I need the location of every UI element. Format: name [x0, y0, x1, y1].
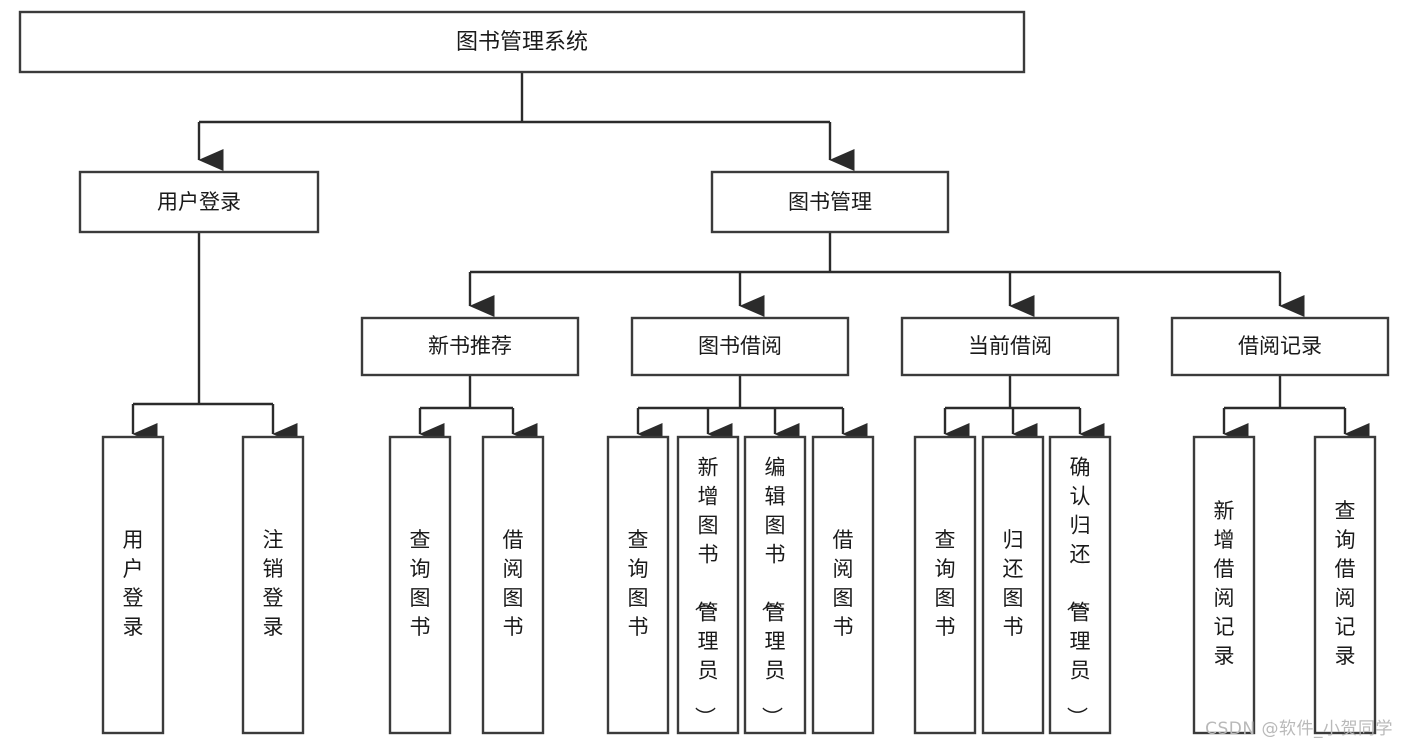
node-root[interactable]: 图书管理系统 — [18, 10, 1026, 74]
leaf-node[interactable]: 归还图书 — [981, 435, 1045, 735]
connector-group-borrow-record — [1222, 375, 1370, 445]
leaf-label-book-borrow-1: 新增图书（管理员） — [693, 456, 719, 728]
leaf-label-book-borrow-0: 查询图书 — [628, 528, 649, 639]
leaf-box-current-borrow-1[interactable] — [981, 435, 1045, 735]
node-book-borrow-box[interactable] — [630, 316, 850, 377]
leaf-node[interactable]: 借阅图书 — [481, 435, 545, 735]
node-borrow-record[interactable]: 借阅记录 — [1170, 316, 1390, 377]
node-current-borrow-box[interactable] — [900, 316, 1120, 377]
leaf-node[interactable]: 查询借阅记录 — [1313, 435, 1377, 735]
leaf-box-borrow-record-1[interactable] — [1313, 435, 1377, 735]
leaf-box-user-login-1[interactable] — [241, 435, 305, 735]
connector-group-new-book-recommend — [418, 375, 538, 445]
leaf-label-current-borrow-0: 查询图书 — [935, 528, 956, 639]
leaf-label-user-login-0: 用户登录 — [123, 528, 144, 639]
node-new-book-recommend-box[interactable] — [360, 316, 580, 377]
node-user-login-label: 用户登录 — [157, 190, 241, 214]
leaf-node[interactable]: 借阅图书 — [811, 435, 875, 735]
node-root-label: 图书管理系统 — [456, 30, 588, 55]
csdn-watermark: CSDN @软件_小贺同学 — [1205, 719, 1393, 739]
node-book-manage[interactable]: 图书管理 — [710, 170, 950, 234]
connector-group-book-manage — [468, 232, 1305, 317]
leaf-label-current-borrow-1: 归还图书 — [1003, 528, 1024, 639]
connector-group-book-borrow — [636, 375, 868, 445]
leaf-node[interactable]: 新增借阅记录 — [1192, 435, 1256, 735]
node-book-manage-label: 图书管理 — [788, 190, 872, 214]
node-book-manage-box[interactable] — [710, 170, 950, 234]
node-new-book-recommend[interactable]: 新书推荐 — [360, 316, 580, 377]
leaf-label-user-login-1: 注销登录 — [263, 528, 284, 639]
leaf-label-book-borrow-2: 编辑图书（管理员） — [760, 456, 786, 728]
leaf-node[interactable]: 查询图书 — [913, 435, 977, 735]
leaf-node[interactable]: 用户登录 — [101, 435, 165, 735]
leaf-node[interactable]: 查询图书 — [388, 435, 452, 735]
leaf-box-book-borrow-3[interactable] — [811, 435, 875, 735]
leaf-label-borrow-record-1: 查询借阅记录 — [1335, 499, 1356, 668]
leaf-node[interactable]: 确认归还（管理员） — [1048, 435, 1112, 735]
leaf-node[interactable]: 新增图书（管理员） — [676, 435, 740, 735]
node-book-borrow-label: 图书借阅 — [698, 334, 782, 358]
leaf-label-new-book-recommend-0: 查询图书 — [410, 528, 431, 639]
leaf-box-book-borrow-2[interactable] — [743, 435, 807, 735]
leaf-label-book-borrow-3: 借阅图书 — [833, 528, 854, 639]
leaf-box-user-login-0[interactable] — [101, 435, 165, 735]
leaf-box-book-borrow-0[interactable] — [606, 435, 670, 735]
node-new-book-recommend-label: 新书推荐 — [428, 334, 512, 358]
node-book-borrow[interactable]: 图书借阅 — [630, 316, 850, 377]
leaf-box-new-book-recommend-1[interactable] — [481, 435, 545, 735]
node-current-borrow-label: 当前借阅 — [968, 334, 1052, 358]
leaf-label-new-book-recommend-1: 借阅图书 — [503, 528, 524, 639]
leaf-box-new-book-recommend-0[interactable] — [388, 435, 452, 735]
node-user-login-box[interactable] — [78, 170, 320, 234]
leaf-label-borrow-record-0: 新增借阅记录 — [1214, 499, 1235, 668]
connector-group-user-login — [131, 232, 298, 445]
leaf-label-current-borrow-2: 确认归还（管理员） — [1065, 456, 1091, 728]
leaf-box-book-borrow-1[interactable] — [676, 435, 740, 735]
connector-group-root — [197, 72, 855, 171]
leaf-box-current-borrow-2[interactable] — [1048, 435, 1112, 735]
node-user-login[interactable]: 用户登录 — [78, 170, 320, 234]
leaf-node[interactable]: 查询图书 — [606, 435, 670, 735]
node-borrow-record-label: 借阅记录 — [1238, 334, 1322, 358]
node-root-box[interactable] — [18, 10, 1026, 74]
leaf-box-borrow-record-0[interactable] — [1192, 435, 1256, 735]
leaf-box-current-borrow-0[interactable] — [913, 435, 977, 735]
leaf-node[interactable]: 编辑图书（管理员） — [743, 435, 807, 735]
node-current-borrow[interactable]: 当前借阅 — [900, 316, 1120, 377]
leaf-node[interactable]: 注销登录 — [241, 435, 305, 735]
node-borrow-record-box[interactable] — [1170, 316, 1390, 377]
connector-group-current-borrow — [943, 375, 1105, 445]
